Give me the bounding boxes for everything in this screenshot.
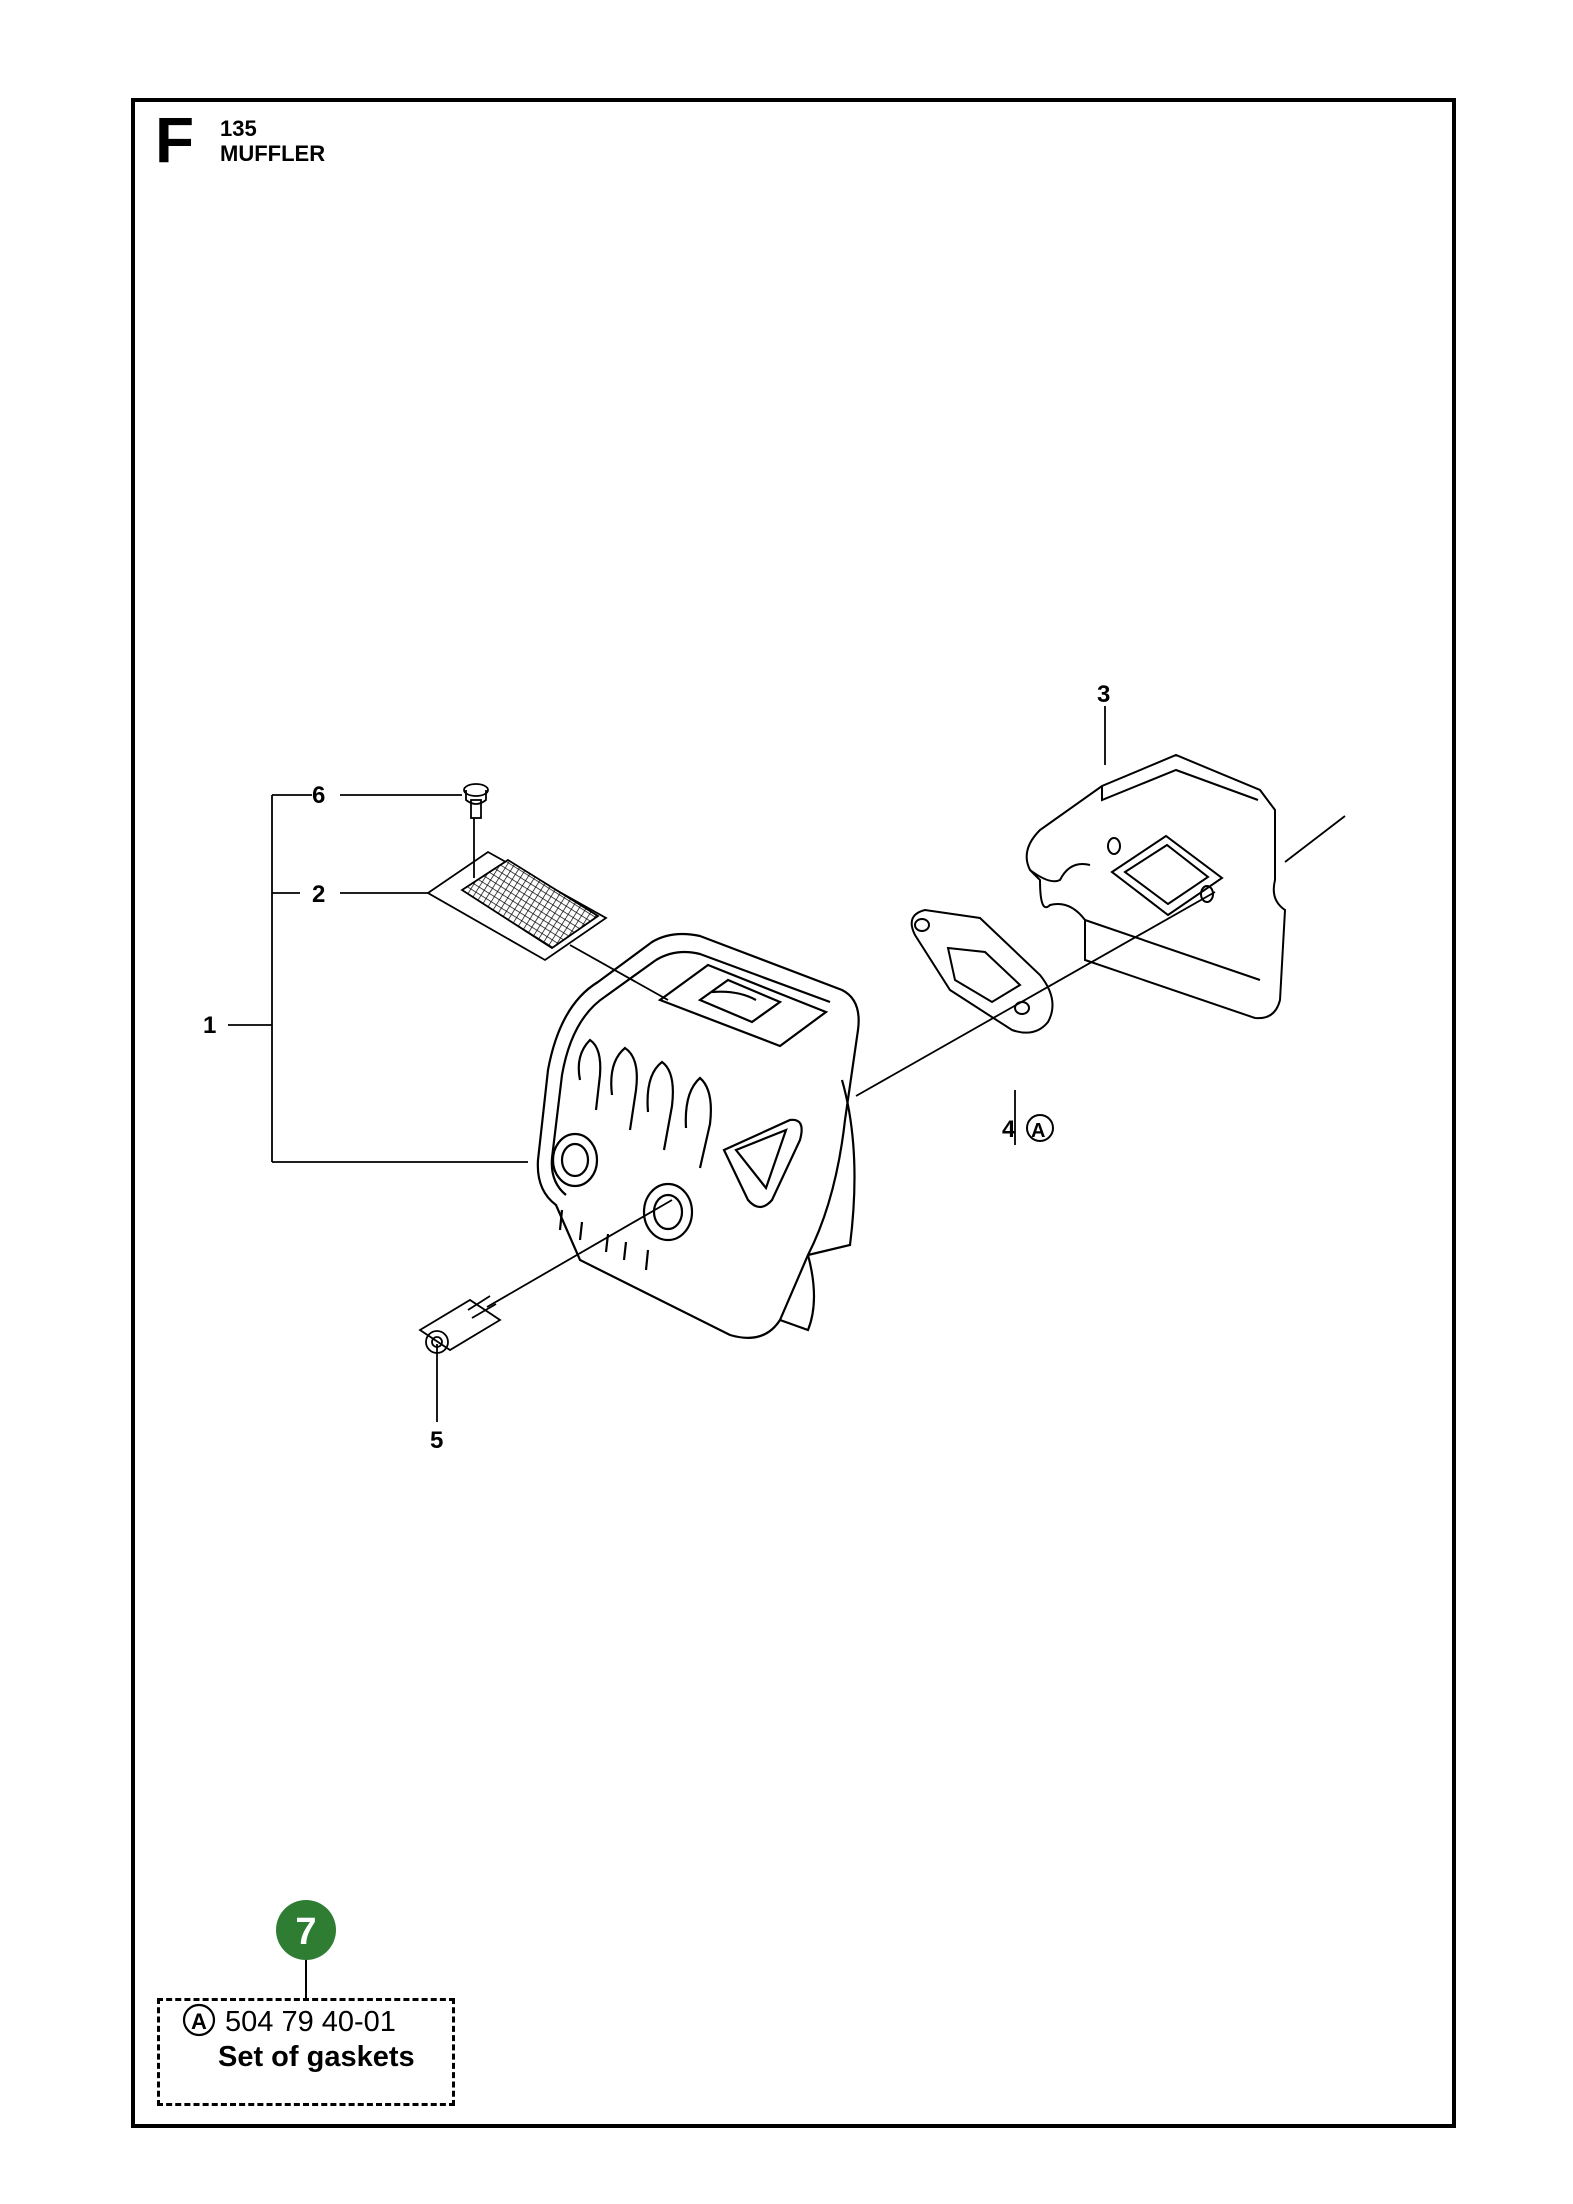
callout-5: 5 (430, 1427, 443, 1454)
kit-marker-letter: A (1031, 1120, 1045, 1142)
callout-4: 4 (1002, 1116, 1016, 1143)
kit-info-box (157, 1998, 455, 2106)
page-frame (131, 98, 1456, 2128)
kit-badge: 7 (276, 1900, 336, 1998)
kit-box-marker: A (182, 2003, 216, 2037)
callout-3: 3 (1097, 681, 1110, 708)
muffler-body (536, 932, 860, 1339)
model-number: 135 (220, 116, 257, 141)
muffler-bolt (418, 1295, 502, 1354)
kit-description: Set of gaskets (218, 2041, 415, 2073)
spark-arrestor-screen (426, 850, 608, 962)
callout-6: 6 (312, 782, 325, 809)
section-letter: F (155, 104, 195, 176)
callout-2: 2 (312, 881, 325, 908)
kit-box-letter: A (191, 2009, 207, 2034)
kit-part-number: 504 79 40-01 (225, 2006, 396, 2038)
kit-badge-number: 7 (295, 1911, 316, 1953)
callout-1: 1 (203, 1012, 216, 1039)
section-title: MUFFLER (220, 141, 326, 166)
bracket-lines (228, 794, 528, 1163)
leader-lines (340, 706, 1346, 1422)
screw-top (463, 783, 489, 819)
kit-marker-callout-4: A (1026, 1114, 1054, 1142)
heat-shield (1025, 753, 1287, 1020)
muffler-gasket (910, 908, 1054, 1034)
